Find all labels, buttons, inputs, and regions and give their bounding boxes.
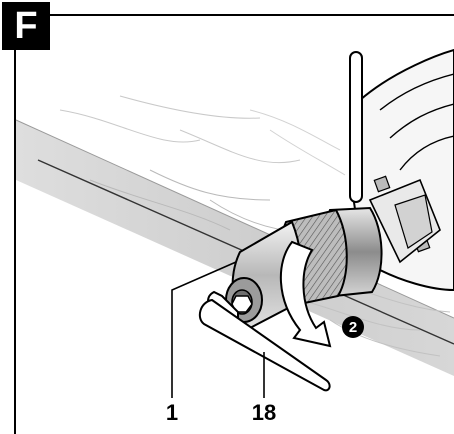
figure-label: F bbox=[2, 2, 50, 50]
frame-top-line bbox=[50, 14, 454, 16]
rotation-step-badge: 2 bbox=[342, 316, 364, 338]
auxiliary-handle-icon bbox=[349, 51, 363, 203]
allen-key-icon bbox=[198, 290, 331, 392]
frame-left-line bbox=[14, 50, 16, 434]
callout-leaders bbox=[171, 261, 265, 398]
callout-label-18: 18 bbox=[251, 400, 277, 425]
rotation-arrow-icon bbox=[279, 240, 332, 348]
callout-label-1: 1 bbox=[165, 400, 179, 425]
